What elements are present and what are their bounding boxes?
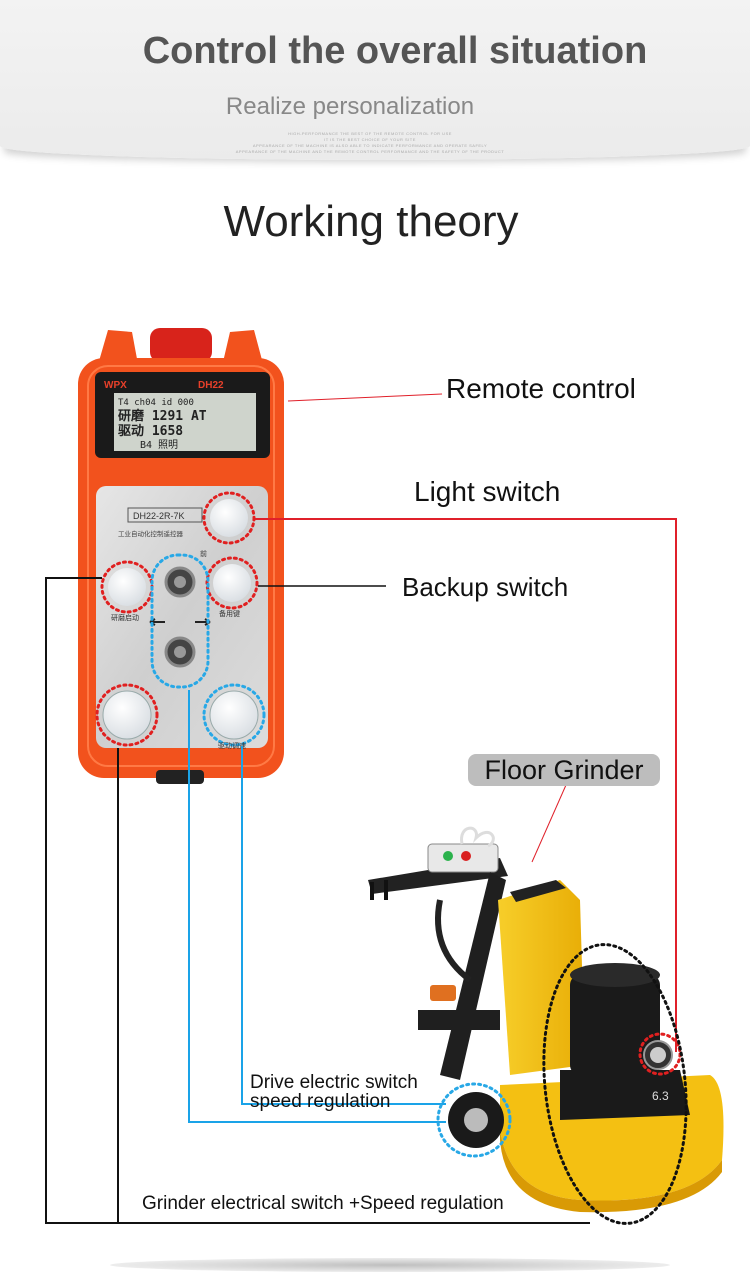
backup-button-label: 备用键 (219, 609, 240, 618)
motor-flange (560, 1070, 690, 1120)
header-banner: Control the overall situation Realize pe… (0, 0, 750, 160)
motor-label: 6.3 (652, 1089, 669, 1103)
grinding-head-highlight (542, 943, 688, 1225)
drive-speed-knob[interactable] (209, 690, 259, 740)
lcd-line: 驱动 1658 (118, 424, 183, 439)
plate-subtitle: 工业自动化控制遥控器 (118, 529, 184, 538)
fine-print: APPEARANCE OF THE MACHINE IS ALSO ABLE T… (252, 143, 488, 148)
light-switch-highlight (202, 491, 256, 545)
backup-switch-button[interactable] (213, 564, 251, 602)
cable-coil (460, 826, 495, 848)
green-indicator (443, 851, 453, 861)
wheel-highlight (436, 1082, 512, 1158)
joystick-highlight (150, 553, 210, 689)
label-remote-control: Remote control (446, 373, 636, 404)
drive-knob-highlight (202, 683, 266, 747)
fine-print: HIGH-PERFORMANCE THE BEST OF THE REMOTE … (288, 131, 452, 136)
lcd-screen (114, 393, 256, 451)
backup-switch-highlight (205, 556, 259, 610)
label-drive-line2: speed regulation (250, 1091, 391, 1112)
drive-line-outer (188, 690, 446, 1123)
lcd-line: T4 ch04 id 000 (118, 398, 194, 408)
remote-control: WPX DH22 T4 ch04 id 000 研磨 1291 AT 驱动 16… (78, 328, 284, 784)
face-plate (96, 486, 268, 748)
label-grinder: Grinder electrical switch +Speed regulat… (142, 1193, 504, 1214)
emergency-stop-cap (150, 328, 212, 362)
remote-bottom-connector (156, 770, 204, 784)
label-floor-grinder: Floor Grinder (468, 754, 660, 786)
label-drive-line1: Drive electric switch (250, 1072, 418, 1093)
grinder-motor (570, 975, 660, 1075)
drive-line-inner (241, 746, 446, 1105)
red-indicator (461, 851, 471, 861)
light-switch-button[interactable] (210, 499, 248, 537)
lcd-line: 研磨 1291 AT (118, 408, 207, 424)
fine-print: IT IS THE BEST CHOICE OF YOUR SITE (324, 137, 416, 142)
fine-print: APPEARANCE OF THE MACHINE AND THE REMOTE… (235, 149, 505, 154)
grinder-frame (440, 872, 506, 1080)
lcd-line: B4 照明 (140, 439, 178, 451)
banner-subtitle: Realize personalization (225, 93, 475, 120)
model-badge: DH22 (198, 380, 224, 391)
drive-knob-label: 驱动调速 (218, 741, 246, 750)
banner-title: Control the overall situation (142, 30, 648, 72)
grinder-button-label: 研磨启动 (111, 613, 139, 622)
grinder-speed-knob[interactable] (102, 690, 152, 740)
power-plug (430, 985, 456, 1001)
floor-grinder-pointer-line (531, 784, 567, 863)
label-light-switch: Light switch (414, 476, 561, 507)
joystick-up-label: 前 (200, 549, 207, 558)
plate-model: DH22-2R-7K (133, 511, 185, 521)
grinder-line-outer (45, 577, 590, 1224)
grinder-yellow-housing (498, 880, 585, 1075)
label-backup-switch: Backup switch (402, 572, 569, 602)
brand-logo: WPX (104, 380, 127, 391)
remote-pointer-line (287, 393, 443, 402)
floor-grinder: 6.3 (368, 826, 724, 1225)
bottom-shadow (110, 1258, 670, 1272)
grinder-start-button[interactable] (108, 568, 146, 606)
grinder-knob-highlight (95, 683, 159, 747)
section-title: Working theory (223, 197, 519, 246)
power-cable (435, 899, 472, 983)
light-switch-line (255, 518, 677, 1052)
